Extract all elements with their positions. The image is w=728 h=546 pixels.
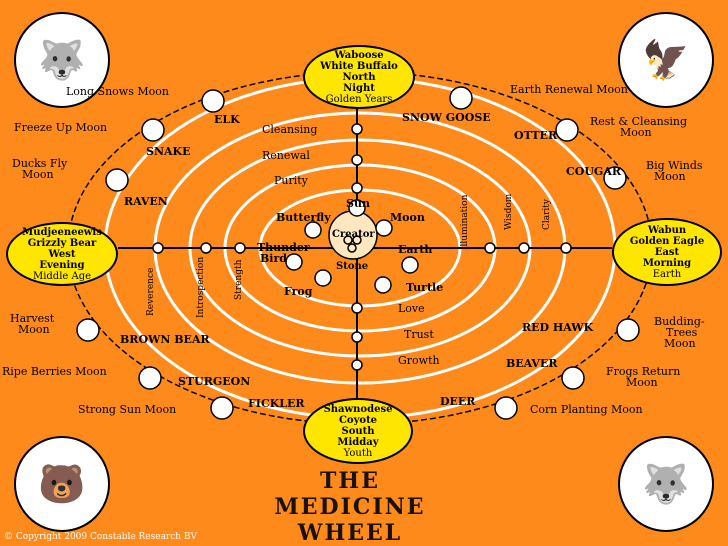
wolf-head-icon: 🐺 <box>14 12 110 108</box>
cleansing-label: Cleansing <box>262 123 318 136</box>
east-l4: Morning <box>642 257 692 269</box>
bear-head-icon: 🐻 <box>14 436 110 532</box>
south-medallion: Shawnodese Coyote South Midday Youth <box>303 398 413 464</box>
love-label: Love <box>398 302 425 315</box>
growth-label: Growth <box>398 354 440 367</box>
harvest-moon-2: Moon <box>18 323 50 336</box>
otter-label: OTTER <box>514 129 558 142</box>
north-l4: Night <box>343 82 375 94</box>
animal-badges <box>76 86 640 420</box>
reverence-label: Reverence <box>146 267 156 316</box>
wisdom-label: Wisdom <box>504 193 514 230</box>
harvest-moon-1: Harvest <box>10 312 55 325</box>
budding-trees-moon-3: Moon <box>664 337 696 350</box>
snow-goose-label: SNOW GOOSE <box>402 111 491 124</box>
east-medallion: Wabun Golden Eagle East Morning Earth <box>612 218 722 286</box>
title-line-1: THE <box>320 468 380 494</box>
long-snows-moon: Long Snows Moon <box>66 85 169 98</box>
rest-cleansing-moon-2: Moon <box>620 126 652 139</box>
clarity-label: Clarity <box>542 198 552 230</box>
earth-renewal-moon: Earth Renewal Moon <box>510 83 628 96</box>
west-l4: Evening <box>39 259 85 271</box>
sun-label: Sun <box>346 197 370 210</box>
west-medallion: Mudjeeneewis Grizzly Bear West Evening M… <box>6 222 118 286</box>
thunder-label: Thunder <box>257 241 310 254</box>
north-l3: North <box>342 71 376 83</box>
freeze-up-moon: Freeze Up Moon <box>14 121 108 134</box>
budding-trees-moon-2: Trees <box>666 326 698 339</box>
bird-label: Bird <box>260 252 287 265</box>
south-l5: Youth <box>343 447 373 459</box>
big-winds-moon-2: Moon <box>654 170 686 183</box>
brown-bear-label: BROWN BEAR <box>120 333 210 346</box>
illumination-label: Illumination <box>460 194 470 250</box>
beaver-label: BEAVER <box>506 357 558 370</box>
budding-trees-moon-1: Budding- <box>654 315 705 328</box>
south-l2: Coyote <box>338 414 378 426</box>
west-l3: West <box>48 248 76 260</box>
big-winds-moon-1: Big Winds <box>646 159 703 172</box>
north-l5: Golden Years <box>325 93 393 105</box>
purity-label: Purity <box>274 174 308 187</box>
elk-label: ELK <box>214 113 240 126</box>
strong-sun-moon: Strong Sun Moon <box>78 403 177 416</box>
raven-label: RAVEN <box>124 195 168 208</box>
north-l2: White Buffalo <box>320 60 398 72</box>
east-l3: East <box>654 246 680 258</box>
coyote-head-icon: 🐺 <box>618 436 714 532</box>
introspection-label: Introspection <box>196 256 206 318</box>
west-l5: Middle Age <box>32 270 92 282</box>
triskelion-icon <box>343 235 362 253</box>
spoke-nodes <box>152 123 572 371</box>
corn-planting-moon: Corn Planting Moon <box>530 403 643 416</box>
renewal-label: Renewal <box>262 149 310 162</box>
medicine-wheel-title: THE MEDICINE WHEEL <box>250 468 450 546</box>
turtle-label: Turtle <box>406 281 444 294</box>
strength-label: Strength <box>234 259 244 300</box>
frogs-return-moon-1: Frogs Return <box>606 365 681 378</box>
west-l1: Mudjeeneewis <box>22 226 102 238</box>
creator-label: Creator <box>332 229 375 240</box>
east-l5: Earth <box>652 268 682 280</box>
earth-label: Earth <box>398 243 433 256</box>
frog-label: Frog <box>284 285 313 298</box>
east-l1: Wabun <box>647 224 687 236</box>
butterfly-label: Butterfly <box>276 211 331 224</box>
eagle-head-icon: 🦅 <box>618 12 714 108</box>
ripe-berries-moon: Ripe Berries Moon <box>2 365 107 378</box>
moon-label: Moon <box>390 211 425 224</box>
cougar-label: COUGAR <box>566 165 621 178</box>
south-l1: Shawnodese <box>323 403 393 415</box>
stone-label: Stone <box>336 261 369 272</box>
sturgeon-label: STURGEON <box>178 375 251 388</box>
south-l4: Midday <box>337 436 379 448</box>
north-l1: Waboose <box>334 49 384 61</box>
title-line-3: WHEEL <box>297 520 403 546</box>
copyright-notice: © Copyright 2009 Constable Research BV <box>4 532 198 542</box>
frogs-return-moon-2: Moon <box>626 376 658 389</box>
north-medallion: Waboose White Buffalo North Night Golden… <box>303 45 415 109</box>
fickler-label: FICKLER <box>248 397 305 410</box>
title-line-2: MEDICINE <box>274 494 426 520</box>
east-l2: Golden Eagle <box>629 235 705 247</box>
trust-label: Trust <box>404 328 434 341</box>
west-l2: Grizzly Bear <box>27 237 97 249</box>
deer-label: DEER <box>440 395 476 408</box>
red-hawk-label: RED HAWK <box>522 321 594 334</box>
rest-cleansing-moon-1: Rest & Cleansing <box>590 115 688 128</box>
ducks-fly-moon-2: Moon <box>22 168 54 181</box>
south-l3: South <box>341 425 375 437</box>
ducks-fly-moon-1: Ducks Fly <box>12 157 68 170</box>
snake-label: SNAKE <box>146 145 191 158</box>
